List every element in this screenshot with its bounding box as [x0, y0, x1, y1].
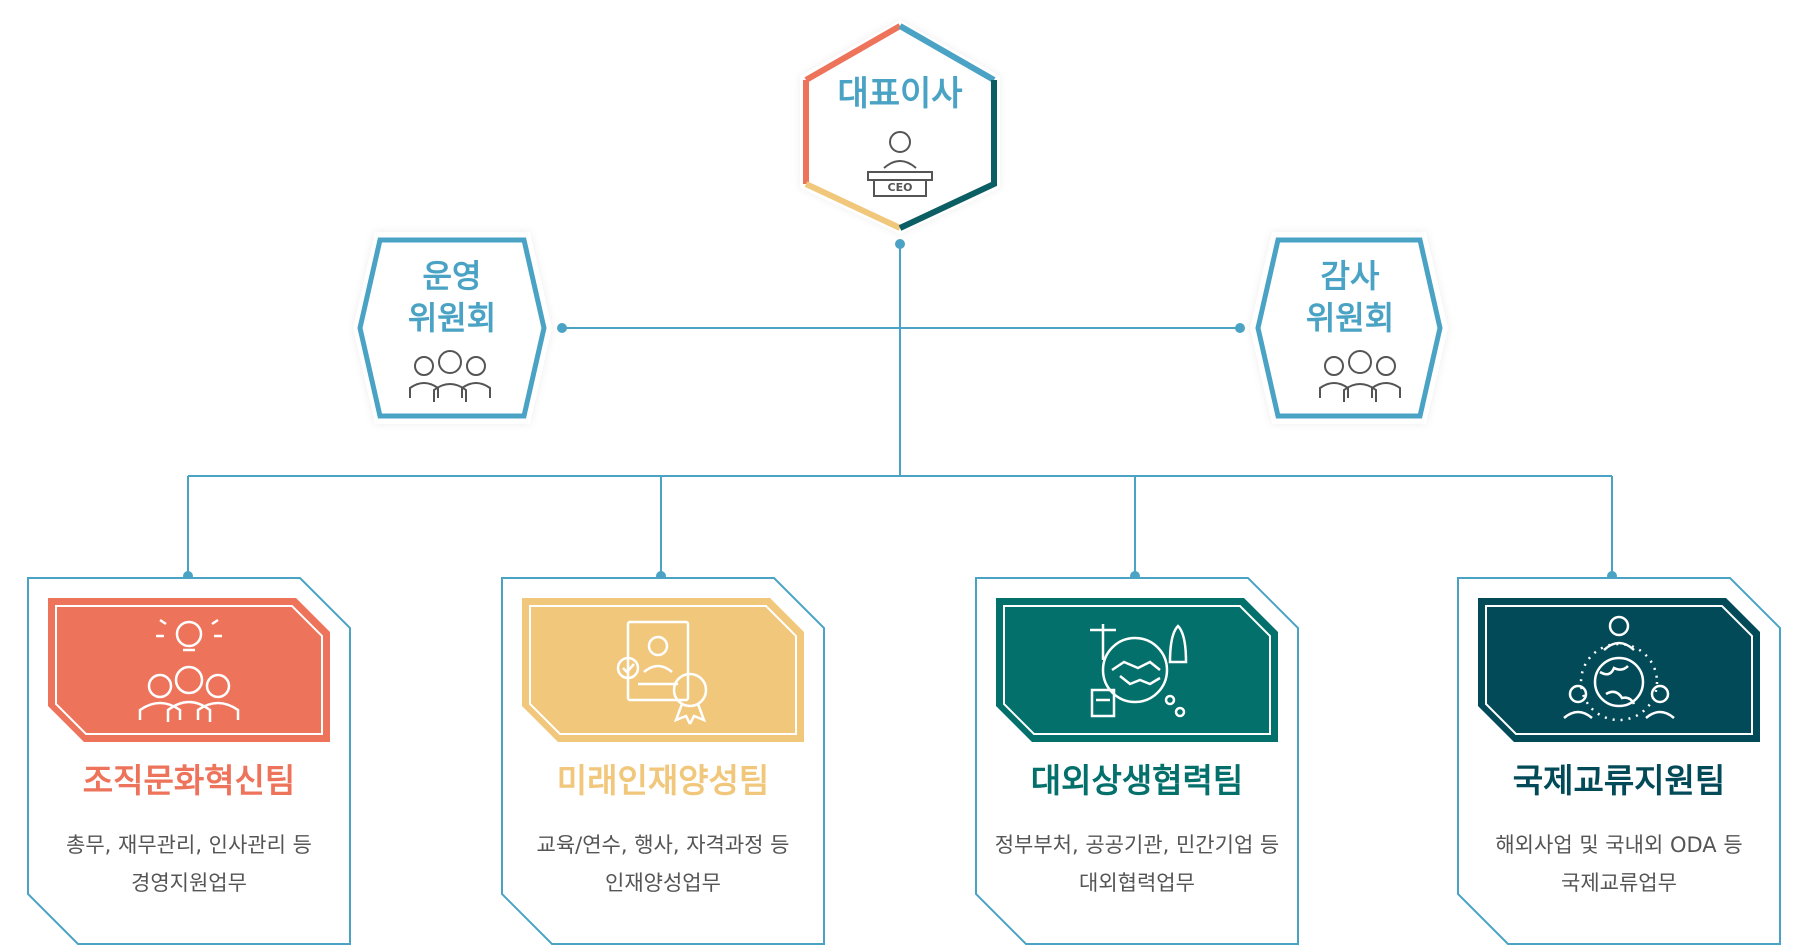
- committee-label-audit: 감사 위원회: [1270, 256, 1430, 339]
- team-desc-line1: 총무, 재무관리, 인사관리 등: [66, 833, 312, 857]
- handshake-icon: [1090, 624, 1188, 718]
- team-desc-line2: 국제교류업무: [1561, 871, 1677, 895]
- team-desc-international: 해외사업 및 국내외 ODA 등 국제교류업무: [1459, 826, 1779, 902]
- team-card-headers: [48, 598, 1760, 742]
- team-desc-culture: 총무, 재무관리, 인사관리 등 경영지원업무: [29, 826, 349, 902]
- committee-label-operation: 운영 위원회: [372, 256, 532, 339]
- committee-people-icon: [409, 350, 491, 402]
- ceo-label: 대표이사: [837, 74, 963, 114]
- team-desc-line1: 교육/연수, 행사, 자격과정 등: [536, 833, 790, 857]
- team-title-talent: 미래인재양성팀: [556, 761, 770, 800]
- team-title-culture: 조직문화혁신팀: [82, 761, 296, 800]
- team-desc-line1: 정부부처, 공공기관, 민간기업 등: [994, 833, 1280, 857]
- team-desc-cooperation: 정부부처, 공공기관, 민간기업 등 대외협력업무: [977, 826, 1297, 902]
- team-desc-talent: 교육/연수, 행사, 자격과정 등 인재양성업무: [503, 826, 823, 902]
- committee-label-line2: 위원회: [1305, 298, 1395, 337]
- team-title-cooperation: 대외상생협력팀: [1030, 761, 1244, 800]
- committee-label-line1: 감사: [1320, 257, 1380, 295]
- committee-node-audit: [1250, 232, 1448, 424]
- committee-label-line1: 운영: [422, 257, 482, 295]
- committee-label-line2: 위원회: [407, 298, 497, 337]
- team-desc-line2: 경영지원업무: [131, 871, 247, 895]
- certificate-icon: [616, 620, 708, 725]
- idea-team-icon: [138, 618, 240, 722]
- globe-people-icon: [1563, 615, 1675, 722]
- team-desc-line2: 인재양성업무: [605, 871, 721, 895]
- committee-people-icon: [1319, 350, 1401, 402]
- ceo-node: [800, 20, 1000, 234]
- team-desc-line1: 해외사업 및 국내외 ODA 등: [1495, 833, 1743, 857]
- team-desc-line2: 대외협력업무: [1079, 871, 1195, 895]
- team-title-international: 국제교류지원팀: [1512, 761, 1726, 800]
- connector-lines: [187, 244, 1613, 576]
- committee-node-operation: [353, 232, 552, 424]
- ceo-badge: CEO: [887, 181, 913, 194]
- ceo-podium-icon: [867, 131, 933, 197]
